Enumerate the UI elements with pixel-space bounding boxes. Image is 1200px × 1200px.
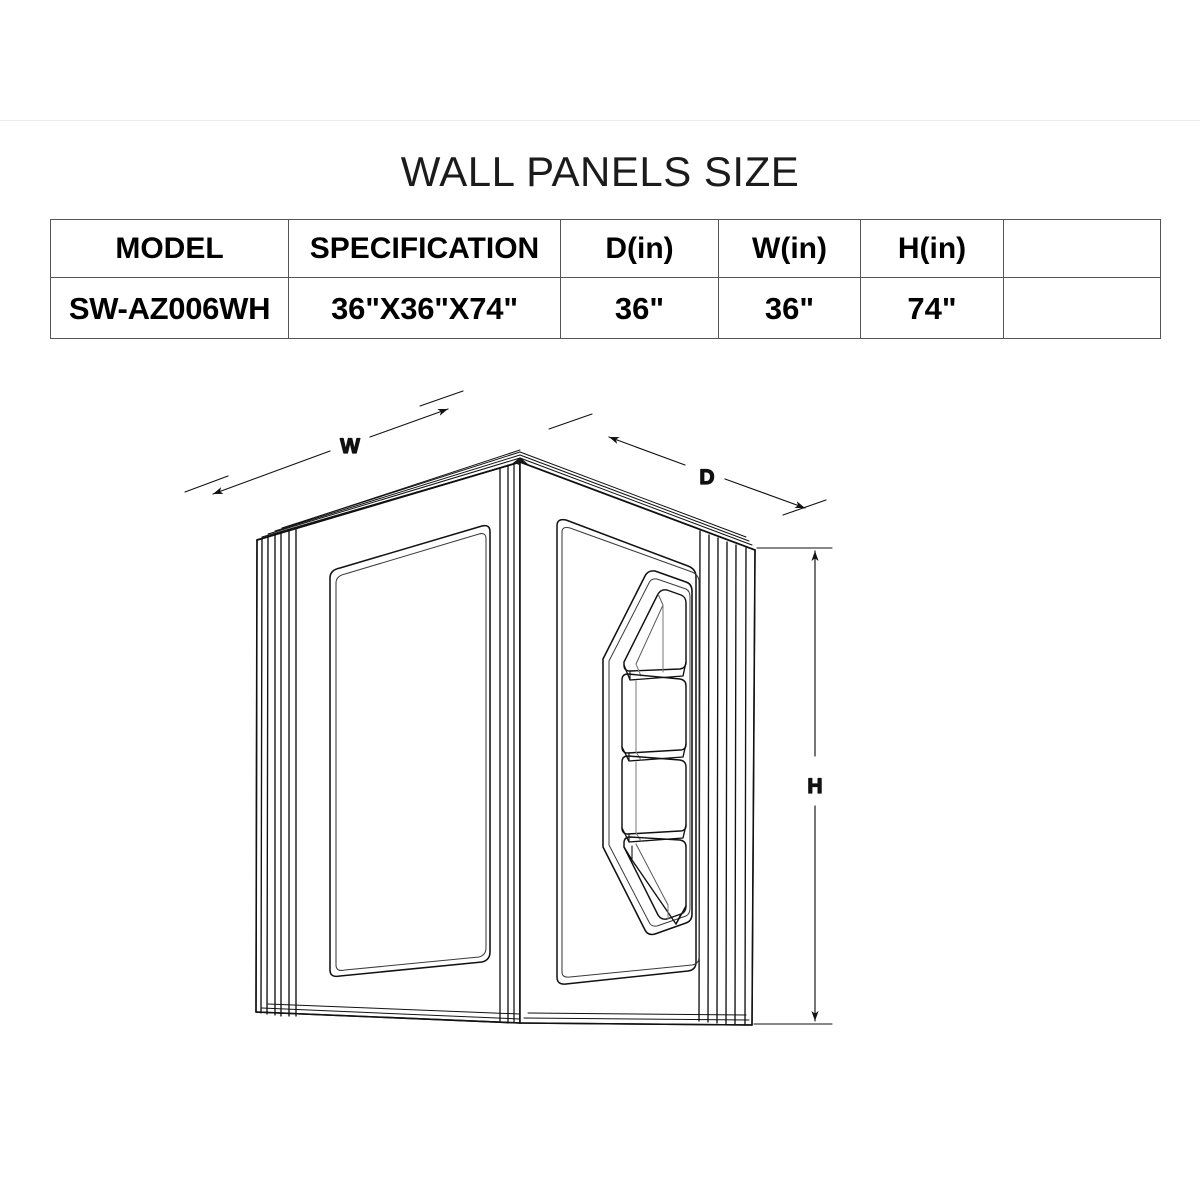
- table-row: SW-AZ006WH 36"X36"X74" 36" 36" 74": [50, 277, 1161, 339]
- right-panel: [519, 451, 756, 1026]
- shelf-niche-1: [623, 589, 687, 681]
- cell-model: SW-AZ006WH: [50, 277, 289, 339]
- cell-height: 74": [860, 277, 1004, 339]
- width-extension-right: [419, 390, 464, 407]
- right-panel-recess-outer: [556, 518, 697, 985]
- left-panel: [255, 449, 521, 1024]
- depth-dim-line-right: [724, 478, 806, 509]
- cell-depth: 36": [560, 277, 719, 339]
- col-header-blank: [1003, 219, 1161, 278]
- shelf-cluster-outline: [602, 570, 693, 936]
- table-header-row: MODEL SPECIFICATION D(in) W(in) H(in): [50, 219, 1161, 278]
- wall-panel-spec-table: MODEL SPECIFICATION D(in) W(in) H(in) SW…: [50, 219, 1161, 339]
- right-panel-edge-ribs: [698, 530, 756, 1026]
- dimension-width: [184, 390, 464, 495]
- left-panel-recess-inner: [335, 533, 487, 971]
- right-panel-face: [519, 461, 756, 1026]
- width-label: W: [340, 435, 360, 458]
- right-panel-recess-inner: [561, 526, 700, 978]
- width-dim-line-right: [369, 408, 449, 438]
- depth-extension-right: [782, 499, 827, 516]
- col-header-model: MODEL: [50, 219, 289, 278]
- cell-width: 36": [718, 277, 861, 339]
- left-panel-recess-outer: [329, 524, 491, 978]
- cell-specification: 36"X36"X74": [288, 277, 561, 339]
- col-header-specification: SPECIFICATION: [288, 219, 561, 278]
- shelf-niche-4: [623, 836, 687, 925]
- col-header-width: W(in): [718, 219, 861, 278]
- left-panel-face: [255, 461, 521, 1024]
- depth-label: D: [699, 466, 714, 489]
- header-divider: [0, 120, 1200, 121]
- col-header-height: H(in): [860, 219, 1004, 278]
- shelf-cluster: [602, 570, 693, 936]
- width-extension-left: [184, 475, 229, 493]
- depth-dim-line-left: [608, 436, 686, 466]
- shelf-niche-3: [621, 755, 687, 843]
- width-dim-line-left: [212, 450, 331, 495]
- depth-extension-left: [548, 413, 593, 430]
- dimension-height: [753, 547, 833, 1025]
- shelf-niche-2: [621, 673, 687, 762]
- page-title: WALL PANELS SIZE: [400, 148, 800, 195]
- col-header-depth: D(in): [560, 219, 719, 278]
- corner-column: [499, 457, 543, 1024]
- dimension-depth: [548, 413, 827, 516]
- cell-blank: [1003, 277, 1161, 339]
- height-label: H: [807, 775, 822, 798]
- left-panel-edge-ribs: [255, 527, 297, 1017]
- shelf-cluster-outline-inner: [608, 578, 691, 927]
